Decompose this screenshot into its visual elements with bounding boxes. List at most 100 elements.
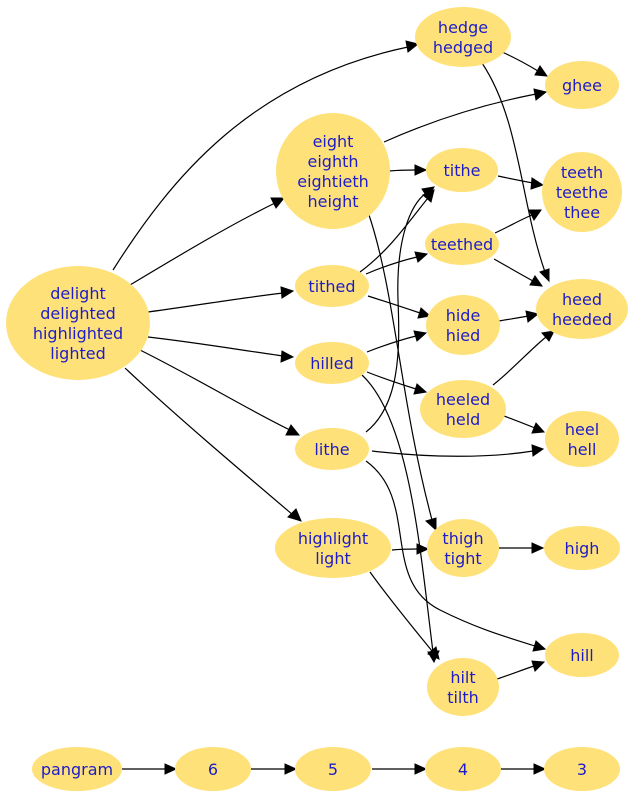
node-ellipse (275, 518, 391, 578)
node-layer: delightdelightedhighlightedlightedhedgeh… (6, 7, 628, 791)
node-ellipse (295, 428, 369, 470)
edge-tithe-teeth (497, 175, 545, 190)
node-ellipse (536, 279, 628, 339)
node-label: heed (562, 290, 602, 309)
node-label: hilled (310, 354, 353, 373)
edge-heeled-heed (492, 330, 555, 386)
edge-tithed-teethed (365, 251, 429, 275)
node-label: thee (564, 203, 600, 222)
node-label: heeded (552, 310, 612, 329)
node-ellipse (295, 747, 371, 791)
node-label: ghee (562, 76, 602, 95)
node-label: eight (313, 132, 354, 151)
node-tithe: tithe (426, 148, 498, 192)
edge-eight-ghee (383, 88, 548, 143)
edge-delight-eight (129, 197, 286, 286)
node-ellipse (545, 411, 619, 467)
node-label: 3 (577, 760, 587, 779)
node-label: heeled (436, 390, 490, 409)
node-label: hill (570, 646, 593, 665)
node-label: hell (568, 440, 597, 459)
edge-delight-hedge (112, 40, 420, 271)
node-label: highlight (298, 529, 368, 548)
node-label: delighted (40, 304, 115, 323)
node-hill: hill (545, 633, 619, 677)
edge-lithe-tithe (365, 186, 435, 433)
node-label: 5 (328, 760, 338, 779)
node-ellipse (542, 152, 622, 232)
edge-thigh-high (498, 542, 545, 554)
node-n5: 5 (295, 747, 371, 791)
node-label: thigh (442, 529, 483, 548)
node-ellipse (427, 519, 499, 577)
node-label: pangram (41, 760, 113, 779)
node-ghee: ghee (545, 61, 619, 109)
node-ellipse (544, 526, 620, 570)
node-ellipse (426, 295, 500, 355)
node-ellipse (427, 658, 499, 716)
node-ellipse (425, 223, 499, 265)
node-hilled: hilled (295, 342, 369, 384)
node-label: tithe (444, 161, 481, 180)
node-ellipse (420, 380, 506, 438)
node-label: eighth (308, 152, 359, 171)
node-label: hide (446, 306, 481, 325)
node-n4: 4 (425, 747, 501, 791)
edge-highlight-thigh (391, 543, 430, 555)
node-label: held (446, 410, 481, 429)
node-n3: 3 (544, 747, 620, 791)
node-label: eightieth (297, 172, 369, 191)
node-lithe: lithe (295, 428, 369, 470)
node-ellipse (6, 266, 150, 380)
node-label: teethe (556, 183, 608, 202)
edge-5-4 (371, 763, 428, 775)
edge-hedge-heed (481, 62, 550, 283)
node-n6: 6 (175, 747, 251, 791)
node-label: hedged (433, 38, 493, 57)
edge-pangram-6 (121, 763, 178, 775)
node-ellipse (545, 61, 619, 109)
edge-lithe-hill (365, 460, 547, 652)
node-label: tithed (308, 277, 355, 296)
edge-hilled-hide (366, 330, 428, 353)
edge-hedge-ghee (501, 51, 549, 77)
node-ellipse (32, 747, 122, 791)
edge-lithe-heel (371, 444, 545, 457)
node-ellipse (295, 265, 369, 307)
edge-eight-tithe (388, 164, 428, 176)
node-label: teeth (561, 163, 603, 182)
node-teethed: teethed (425, 223, 499, 265)
edge-tithed-hide (367, 295, 432, 319)
node-label: hedge (438, 18, 488, 37)
node-pangram: pangram (32, 747, 122, 791)
node-label: hilt (450, 668, 475, 687)
edge-delight-hilled (147, 336, 295, 363)
edge-delight-tithed (147, 286, 295, 313)
node-label: delight (50, 284, 105, 303)
node-label: high (565, 539, 600, 558)
node-ellipse (276, 113, 390, 229)
edge-delight-lithe (139, 349, 301, 436)
node-label: 4 (458, 760, 468, 779)
node-label: hied (446, 326, 481, 345)
edge-heeled-heel (503, 415, 546, 434)
edge-teethed-teeth (494, 209, 542, 234)
node-ellipse (545, 633, 619, 677)
node-ellipse (175, 747, 251, 791)
edge-6-5 (249, 763, 298, 775)
edge-eight-thigh (367, 211, 437, 532)
node-ellipse (295, 342, 369, 384)
node-ellipse (415, 7, 511, 67)
node-label: light (315, 549, 350, 568)
